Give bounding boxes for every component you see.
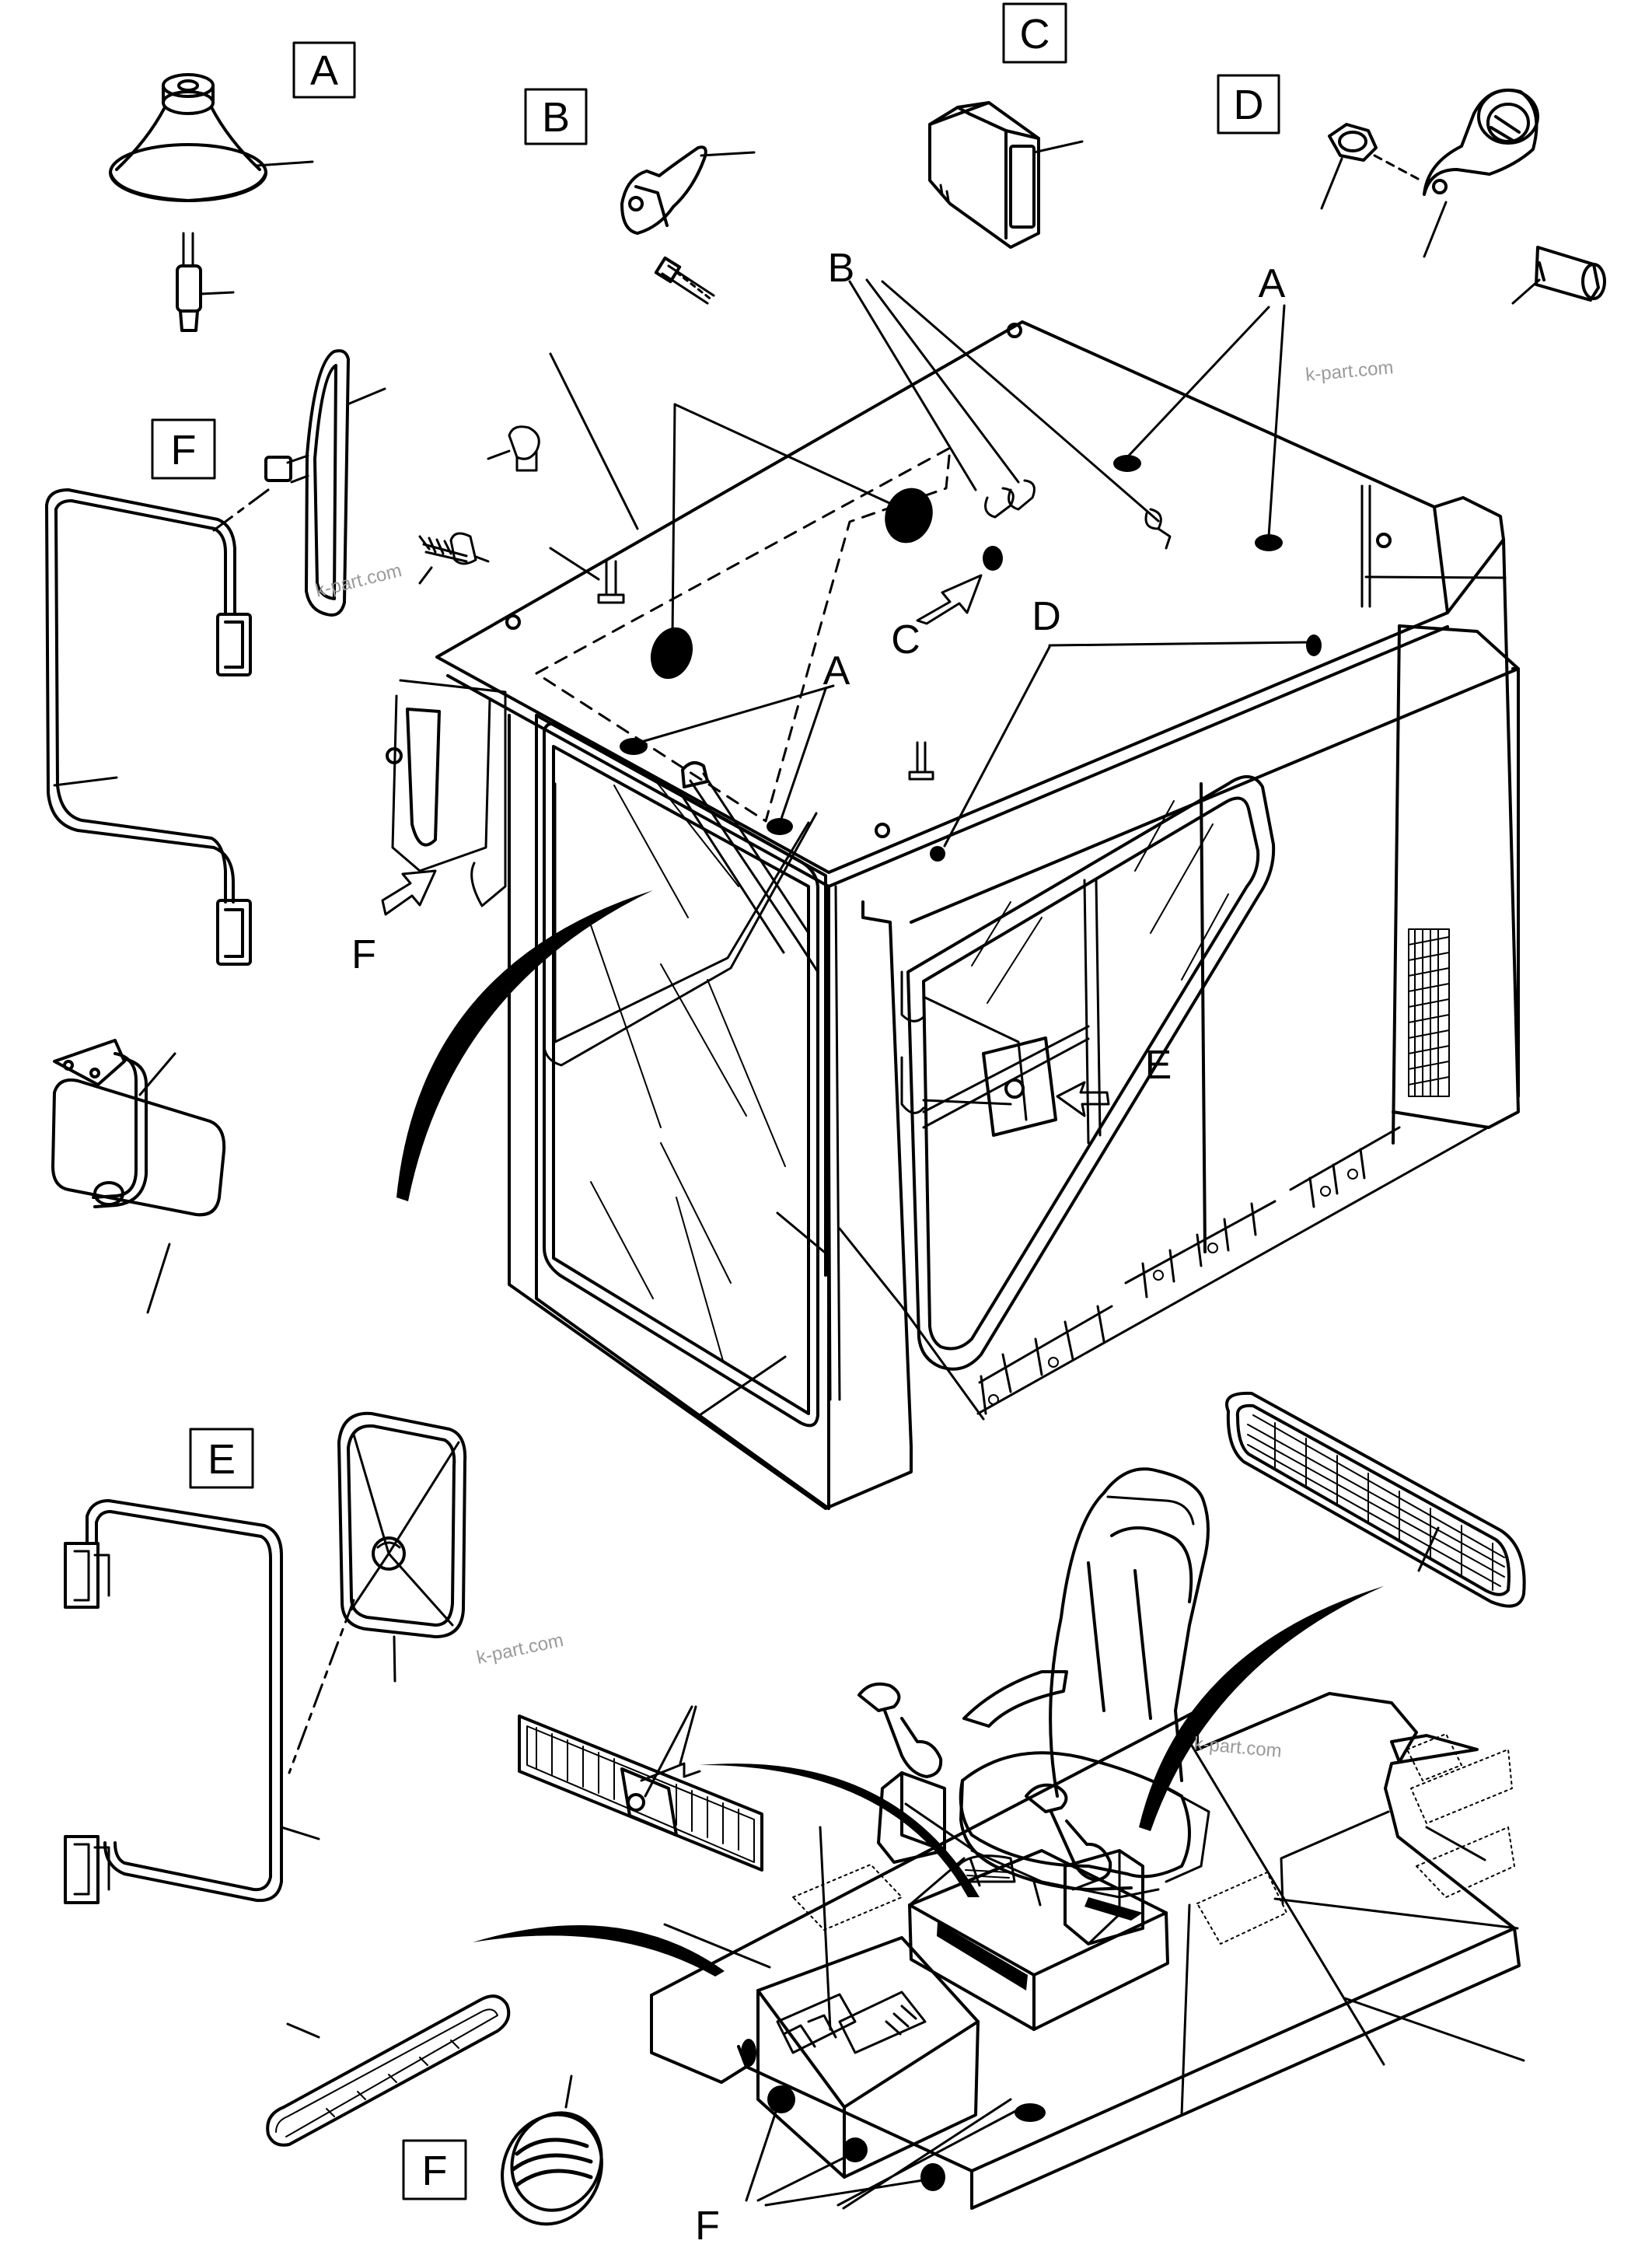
callout-labels: B A C D A F E F	[351, 246, 1286, 2249]
svg-text:E: E	[208, 1436, 236, 1483]
detail-box-f-vent: F	[402, 2139, 467, 2200]
svg-text:F: F	[422, 2148, 448, 2194]
side-mirror-e-part	[288, 1411, 467, 1774]
callout-e: E	[1145, 1043, 1172, 1088]
callout-d: D	[1032, 594, 1061, 639]
roof-holes	[620, 455, 1322, 862]
detail-box-e: E	[189, 1428, 254, 1489]
mirror-arm-f-part	[45, 488, 252, 966]
svg-text:D: D	[1234, 82, 1264, 128]
rocker-switch-part	[928, 101, 1084, 249]
roof-screw-parts	[418, 425, 540, 585]
hook-clip-part	[620, 145, 756, 305]
svg-text:A: A	[310, 47, 338, 94]
dome-light-part	[109, 73, 314, 202]
floor-assembly	[650, 1467, 1521, 2210]
dashboard-vent-part	[518, 1705, 763, 1872]
watermarks: k-part.com k-part.com k-part.com k-part.…	[313, 357, 1395, 1762]
round-air-vent-f-part	[501, 2075, 603, 2226]
detail-box-c: C	[1002, 2, 1067, 64]
callout-a-top: A	[1259, 261, 1286, 306]
detail-box-f-mirror: F	[151, 418, 216, 480]
dome-bulb-part	[176, 232, 235, 332]
detail-box-d: D	[1217, 74, 1280, 135]
heater-duct-strip-part	[266, 1994, 511, 2147]
callout-arrows	[381, 574, 1110, 1117]
air-vent-grille-part	[1225, 1391, 1526, 1608]
leader-lines	[549, 278, 1312, 1417]
floor-leader-lines	[286, 1526, 1525, 2210]
svg-text:k-part.com: k-part.com	[1304, 357, 1394, 386]
callout-b: B	[828, 246, 855, 291]
detail-box-b: B	[524, 88, 588, 145]
svg-text:k-part.com: k-part.com	[475, 1630, 565, 1669]
callout-f-left: F	[351, 932, 376, 977]
callout-f-floor: F	[695, 2204, 720, 2249]
cab-body	[386, 320, 1520, 1510]
mirror-arm-e-part	[64, 1499, 320, 1904]
callout-a-front: A	[823, 648, 850, 694]
interior-mirror-part	[51, 1039, 226, 1314]
svg-text:k-part.com: k-part.com	[1193, 1733, 1282, 1762]
power-socket-part	[1320, 88, 1606, 305]
svg-text:B: B	[542, 94, 570, 141]
roof-hooks	[984, 479, 1172, 550]
svg-text:F: F	[171, 427, 197, 474]
rear-view-mirror-f-part	[212, 349, 386, 617]
cab-side-vent-grille	[1408, 928, 1450, 1097]
detail-box-a: A	[292, 41, 356, 99]
svg-text:k-part.com: k-part.com	[313, 560, 404, 602]
assembly-swoop-arrows	[396, 890, 1384, 1977]
callout-c: C	[891, 617, 920, 662]
svg-text:C: C	[1020, 11, 1050, 58]
